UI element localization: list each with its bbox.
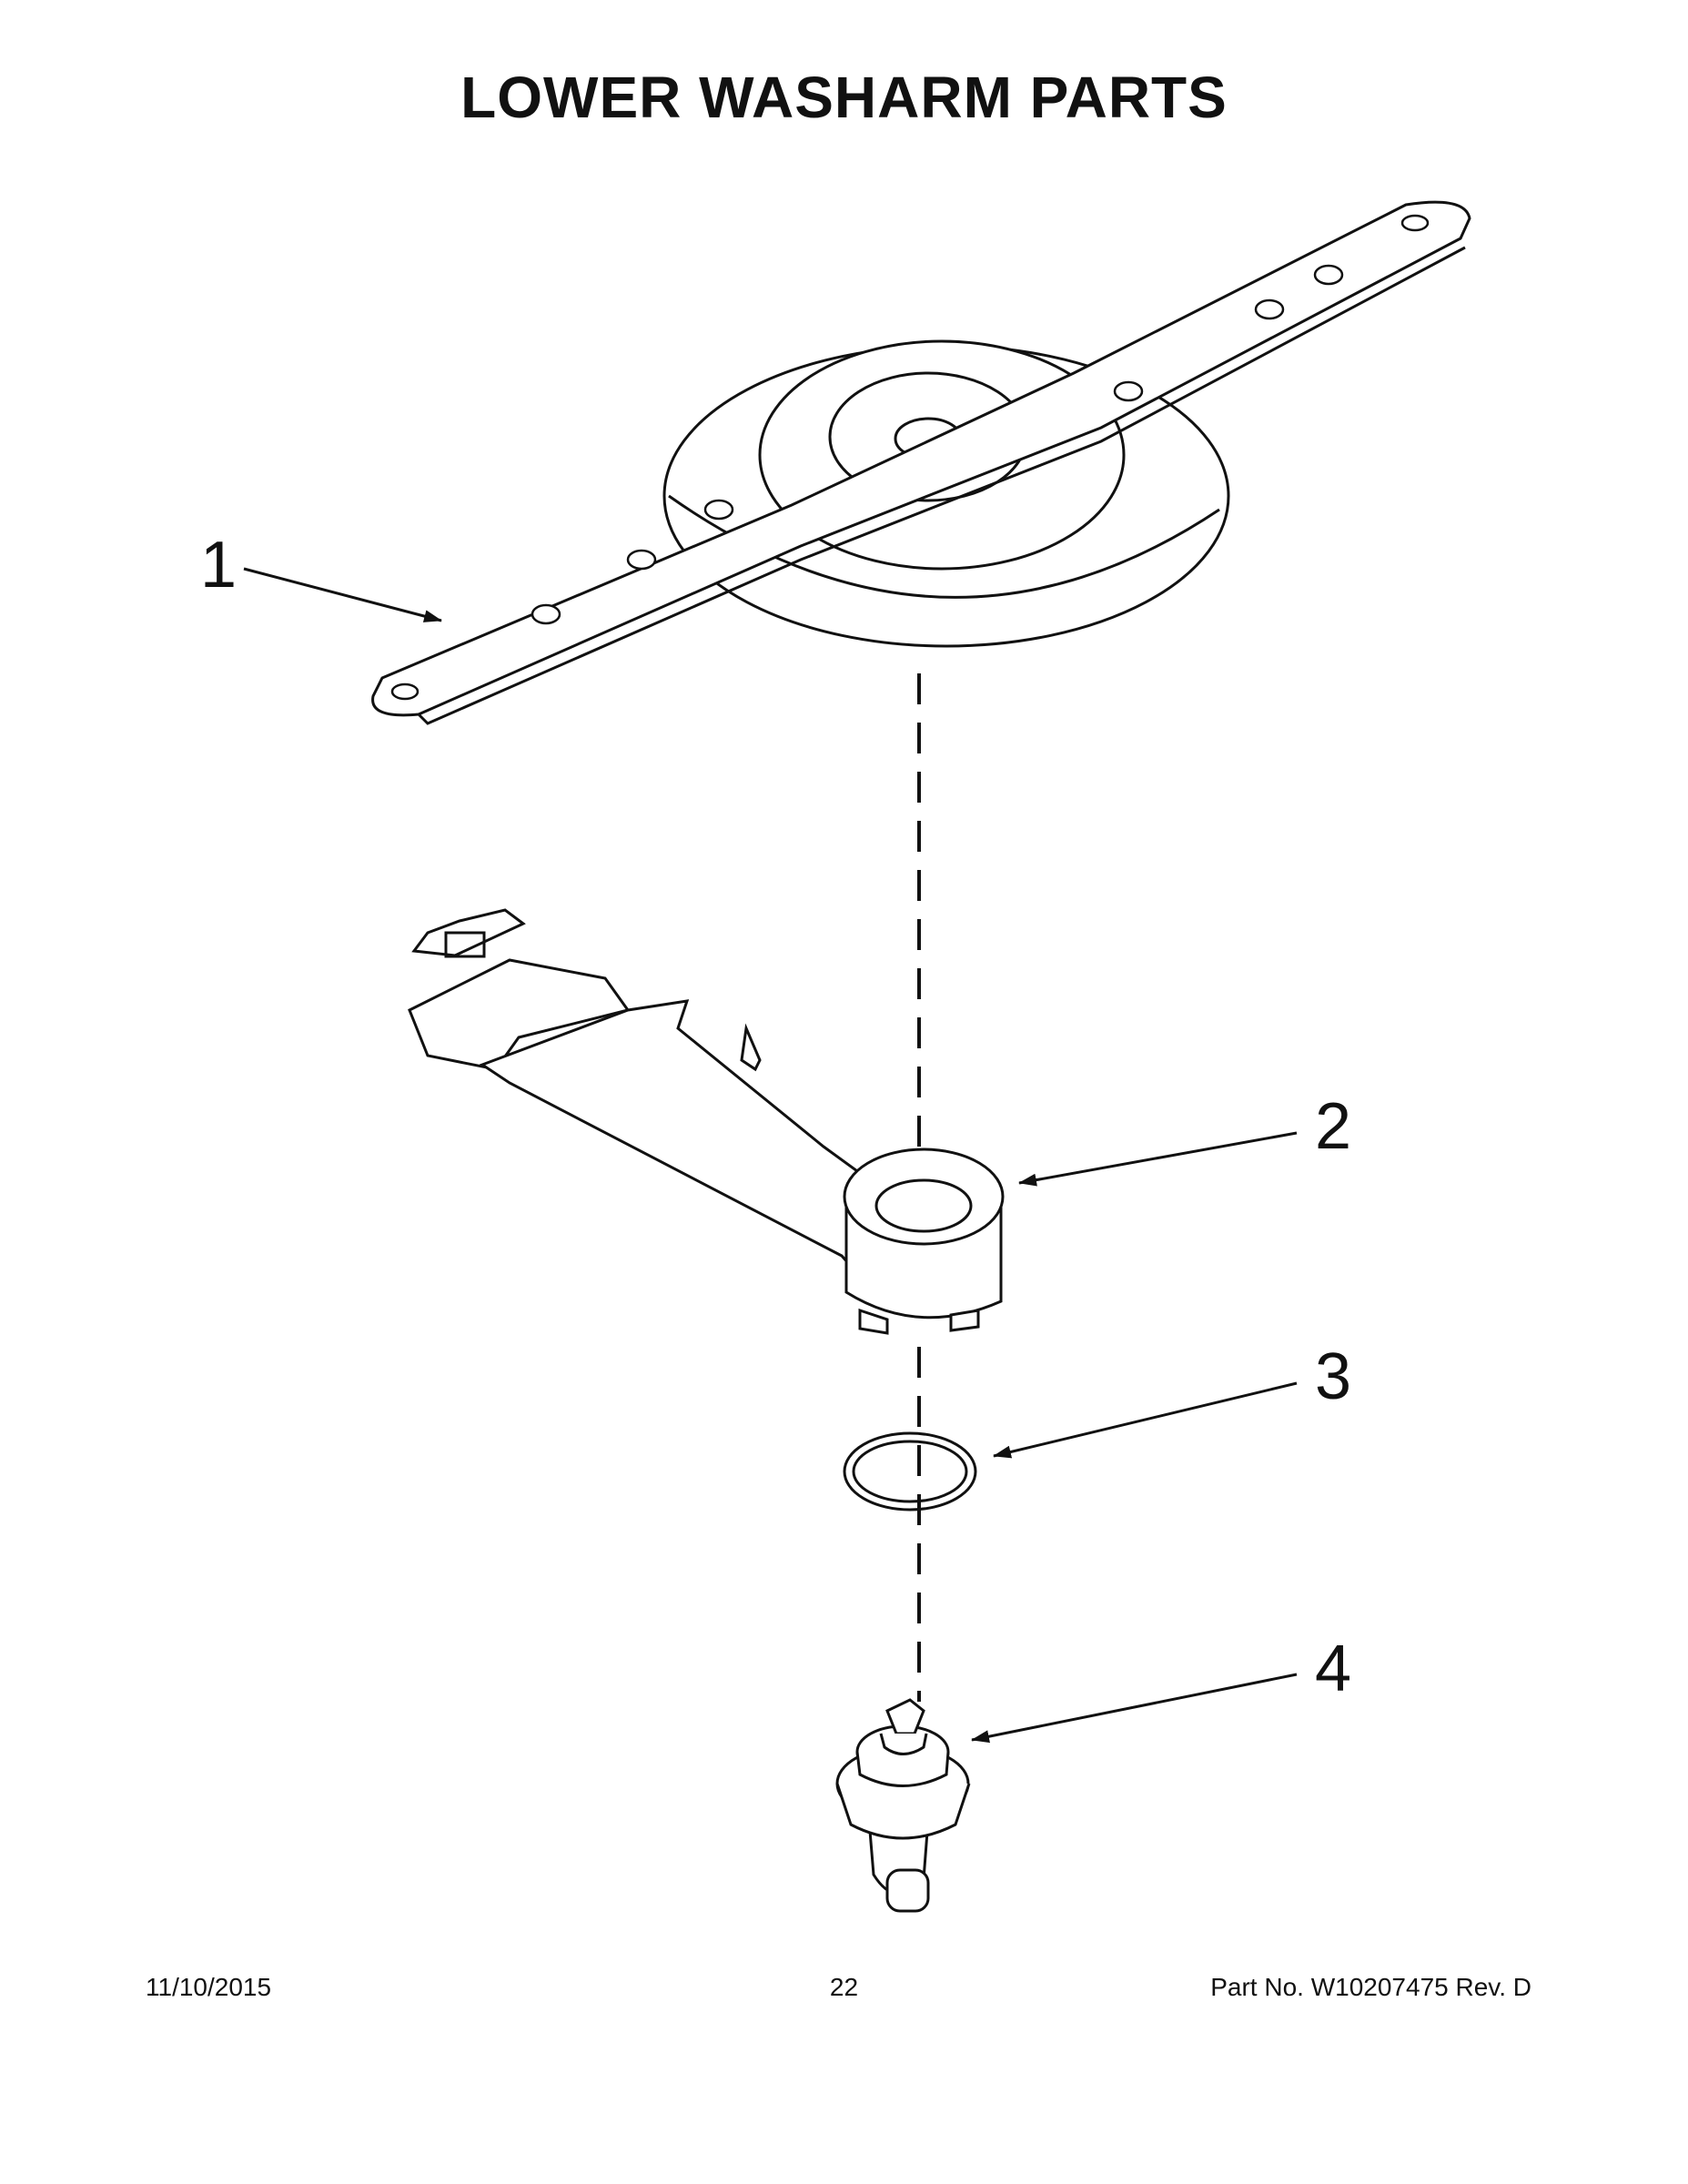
footer-part-number: Part No. W10207475 Rev. D	[1210, 1973, 1531, 2001]
o-ring-part	[843, 1431, 977, 1512]
leader-arrow-3	[993, 1381, 1298, 1459]
callout-leaders	[243, 567, 1298, 1744]
callout-number-2: 2	[1315, 1090, 1351, 1163]
page-title: LOWER WASHARM PARTS	[460, 65, 1228, 130]
leader-arrow-1	[243, 567, 442, 622]
leader-arrow-4	[971, 1673, 1298, 1744]
callout-number-1: 1	[200, 529, 237, 602]
leader-arrow-2	[1018, 1131, 1298, 1187]
callout-number-4: 4	[1315, 1633, 1351, 1705]
footer-date: 11/10/2015	[146, 1973, 272, 2001]
lower-washarm-part	[371, 200, 1471, 725]
washarm-manifold-part	[408, 908, 1005, 1335]
washarm-nozzles	[390, 214, 1430, 701]
washarm-mount-part	[835, 1698, 971, 1913]
footer-page-number: 22	[829, 1973, 859, 2001]
callout-number-3: 3	[1315, 1340, 1351, 1413]
